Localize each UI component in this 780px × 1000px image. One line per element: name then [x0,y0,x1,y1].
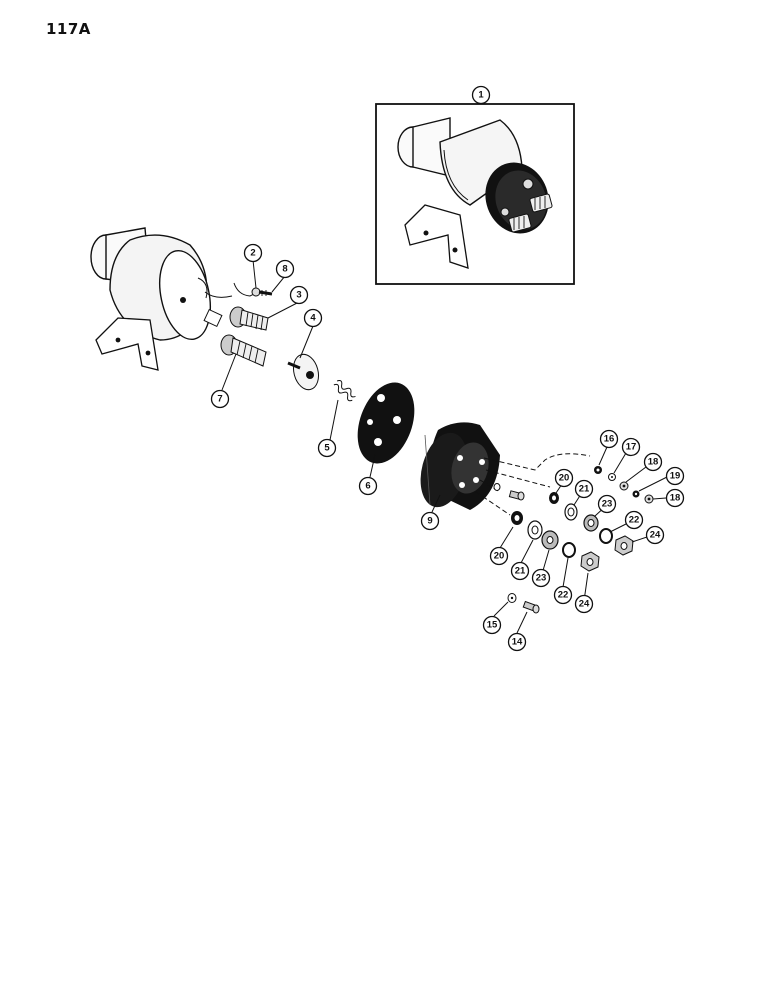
callout-9: 9 [420,511,440,531]
callout-1: 1 [471,85,491,105]
callout-18-lower: 18 [665,488,685,508]
svg-text:6: 6 [365,481,370,492]
svg-text:5: 5 [324,443,330,454]
callout-16: 16 [599,429,619,449]
callout-6: 6 [358,476,378,496]
svg-text:21: 21 [579,484,590,495]
svg-text:7: 7 [217,394,222,405]
callout-labels: 1 2 3 4 5 6 7 8 9 14 15 16 17 18 18 19 2… [210,85,685,652]
svg-text:14: 14 [512,637,523,648]
svg-text:21: 21 [515,566,526,577]
part-7-terminal-stud [220,334,267,367]
callout-23-upper: 23 [597,494,617,514]
callout-20-upper: 20 [554,468,574,488]
part-8-screw [251,287,273,297]
callout-24-upper: 24 [645,525,665,545]
callout-18-upper: 18 [643,452,663,472]
hardware-parts [493,466,654,614]
callout-14: 14 [507,632,527,652]
callout-22-lower: 22 [553,585,573,605]
callout-24-lower: 24 [574,594,594,614]
svg-text:9: 9 [427,516,432,527]
svg-text:1: 1 [478,90,484,101]
svg-text:24: 24 [650,530,661,541]
callout-21-lower: 21 [510,561,530,581]
part-2-clip [203,282,259,328]
callout-7: 7 [210,389,230,409]
assembly-lines [475,453,591,516]
part-5-spring [333,380,356,402]
callout-5: 5 [317,438,337,458]
svg-text:23: 23 [536,573,547,584]
callout-3: 3 [289,285,309,305]
callout-17: 17 [621,437,641,457]
svg-text:4: 4 [310,313,316,324]
svg-text:15: 15 [487,620,498,631]
svg-text:3: 3 [296,290,301,301]
svg-text:20: 20 [494,551,505,562]
part-9-end-cap [420,422,500,510]
svg-text:18: 18 [648,457,659,468]
part-6-gasket [357,382,415,464]
svg-text:23: 23 [602,499,613,510]
callout-20-lower: 20 [489,546,509,566]
svg-text:17: 17 [626,442,637,453]
part-4-contact-disc [287,353,319,391]
svg-text:19: 19 [670,471,681,482]
svg-text:2: 2 [250,248,255,259]
svg-text:16: 16 [604,434,615,445]
callout-22-upper: 22 [624,510,644,530]
svg-text:24: 24 [579,599,590,610]
callout-4: 4 [303,308,323,328]
callout-15: 15 [482,615,502,635]
svg-text:8: 8 [282,264,287,275]
callout-8: 8 [275,259,295,279]
page-number: 117A [46,20,91,38]
callout-21-upper: 21 [574,479,594,499]
callout-23-lower: 23 [531,568,551,588]
svg-text:20: 20 [559,473,570,484]
part-3-terminal-stud [229,306,269,331]
callout-2: 2 [243,243,263,263]
svg-text:18: 18 [670,493,681,504]
assembled-solenoid-inset [375,103,575,285]
solenoid-body [90,227,211,371]
callout-19: 19 [665,466,685,486]
svg-text:22: 22 [629,515,640,526]
svg-text:22: 22 [558,590,569,601]
